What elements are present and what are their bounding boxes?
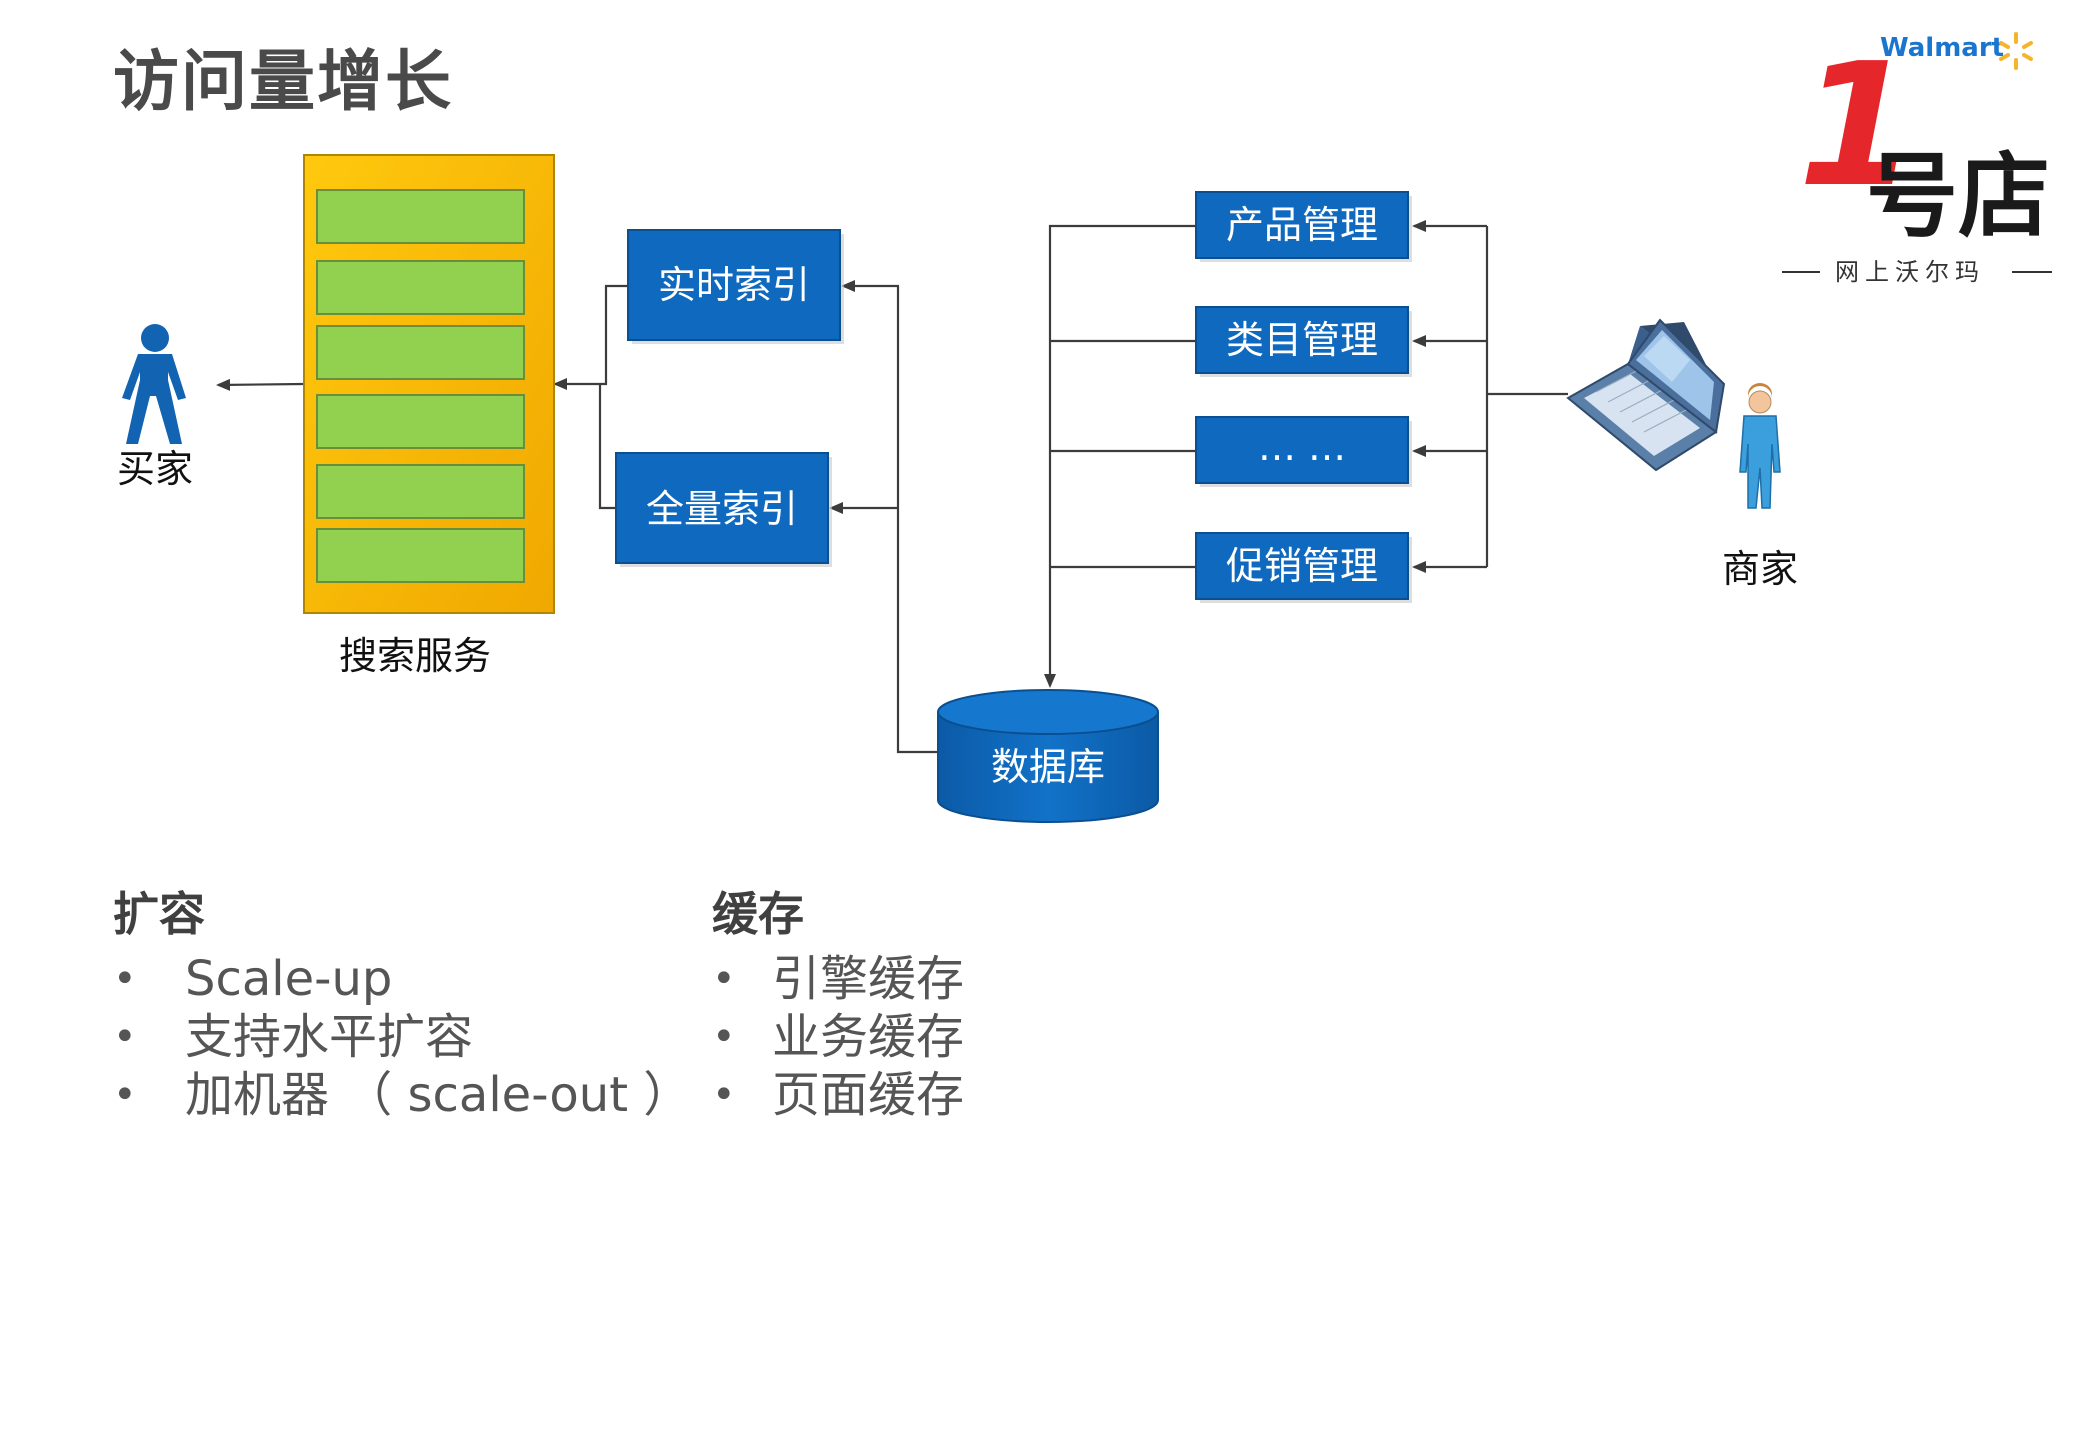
database-label: 数据库 xyxy=(991,745,1105,789)
connector-lines xyxy=(216,220,1568,754)
server-node-icon xyxy=(316,464,525,519)
full-index-box: 全量索引 xyxy=(615,452,832,567)
list-item: •业务缓存 xyxy=(712,1009,965,1065)
list-item: •支持水平扩容 xyxy=(113,1009,474,1065)
list-item-text: 支持水平扩容 xyxy=(185,1009,474,1065)
list-item-text: Scale-up xyxy=(185,951,393,1007)
slide-title: 访问量增长 xyxy=(113,43,453,120)
list-item-text: 页面缓存 xyxy=(772,1067,965,1123)
buyer-label: 买家 xyxy=(117,447,193,491)
module-label-etc: … … xyxy=(1258,425,1346,469)
cache-list: •引擎缓存 •业务缓存 •页面缓存 xyxy=(712,950,964,1124)
list-item: •页面缓存 xyxy=(712,1067,965,1123)
scale-out-list: •Scale-up •支持水平扩容 •加机器 （ scale-out ） xyxy=(113,950,691,1124)
yhd-logo: Walmart 1 号店 网上沃尔玛 xyxy=(1780,16,2060,296)
scale-out-heading: 扩容 xyxy=(113,887,205,941)
yhd-name: 号店 xyxy=(1866,143,2050,250)
arrow-modules-to-db xyxy=(1044,224,1196,688)
yhd-logo-graphic: Walmart 1 号店 网上沃尔玛 xyxy=(1782,27,2052,286)
full-index-label: 全量索引 xyxy=(646,487,798,531)
logo-tagline: 网上沃尔玛 xyxy=(1835,258,1985,286)
merchant-person-icon xyxy=(1739,383,1781,509)
server-node-icon xyxy=(316,260,525,315)
realtime-index-box: 实时索引 xyxy=(627,229,844,344)
server-node-icon xyxy=(316,528,525,583)
realtime-index-label: 实时索引 xyxy=(658,263,810,307)
server-node-icon xyxy=(316,325,525,380)
buyer-person-icon xyxy=(122,324,186,444)
list-item: •Scale-up xyxy=(113,951,393,1007)
module-box: … … xyxy=(1195,416,1412,487)
arrow-realtime-to-search xyxy=(553,284,628,390)
module-label-category: 类目管理 xyxy=(1226,318,1378,362)
arrow-db-to-realtime xyxy=(841,280,938,754)
list-item-text: 业务缓存 xyxy=(772,1009,965,1065)
line-full-to-search xyxy=(598,384,616,510)
module-box: 产品管理 xyxy=(1195,191,1412,262)
list-item: •加机器 （ scale-out ） xyxy=(113,1067,692,1123)
database-cylinder-icon: 数据库 xyxy=(937,689,1159,823)
server-node-icon xyxy=(316,189,525,244)
module-box: 促销管理 xyxy=(1195,532,1412,603)
module-box: 类目管理 xyxy=(1195,306,1412,377)
arrow-to-buyer xyxy=(216,378,305,391)
list-item-text: 引擎缓存 xyxy=(772,951,965,1007)
search-service-cluster xyxy=(303,154,555,614)
laptop-icon xyxy=(1566,318,1726,472)
module-label-promo: 促销管理 xyxy=(1226,544,1378,588)
module-label-product: 产品管理 xyxy=(1226,203,1378,247)
search-service-label: 搜索服务 xyxy=(339,634,491,678)
merchant-label: 商家 xyxy=(1722,547,1798,591)
list-item-text: 加机器 （ scale-out ） xyxy=(185,1067,692,1123)
scale-out-section: 扩容 •Scale-up •支持水平扩容 •加机器 （ scale-out ） xyxy=(113,878,691,1124)
server-node-icon xyxy=(316,394,525,449)
cache-section: 缓存 •引擎缓存 •业务缓存 •页面缓存 xyxy=(712,878,964,1124)
walmart-brand-text: Walmart xyxy=(1880,33,2004,63)
cache-heading: 缓存 xyxy=(712,887,804,941)
list-item: •引擎缓存 xyxy=(712,951,965,1007)
walmart-spark-icon xyxy=(1999,32,2033,70)
yhd-digit: 1 xyxy=(1798,27,1916,225)
